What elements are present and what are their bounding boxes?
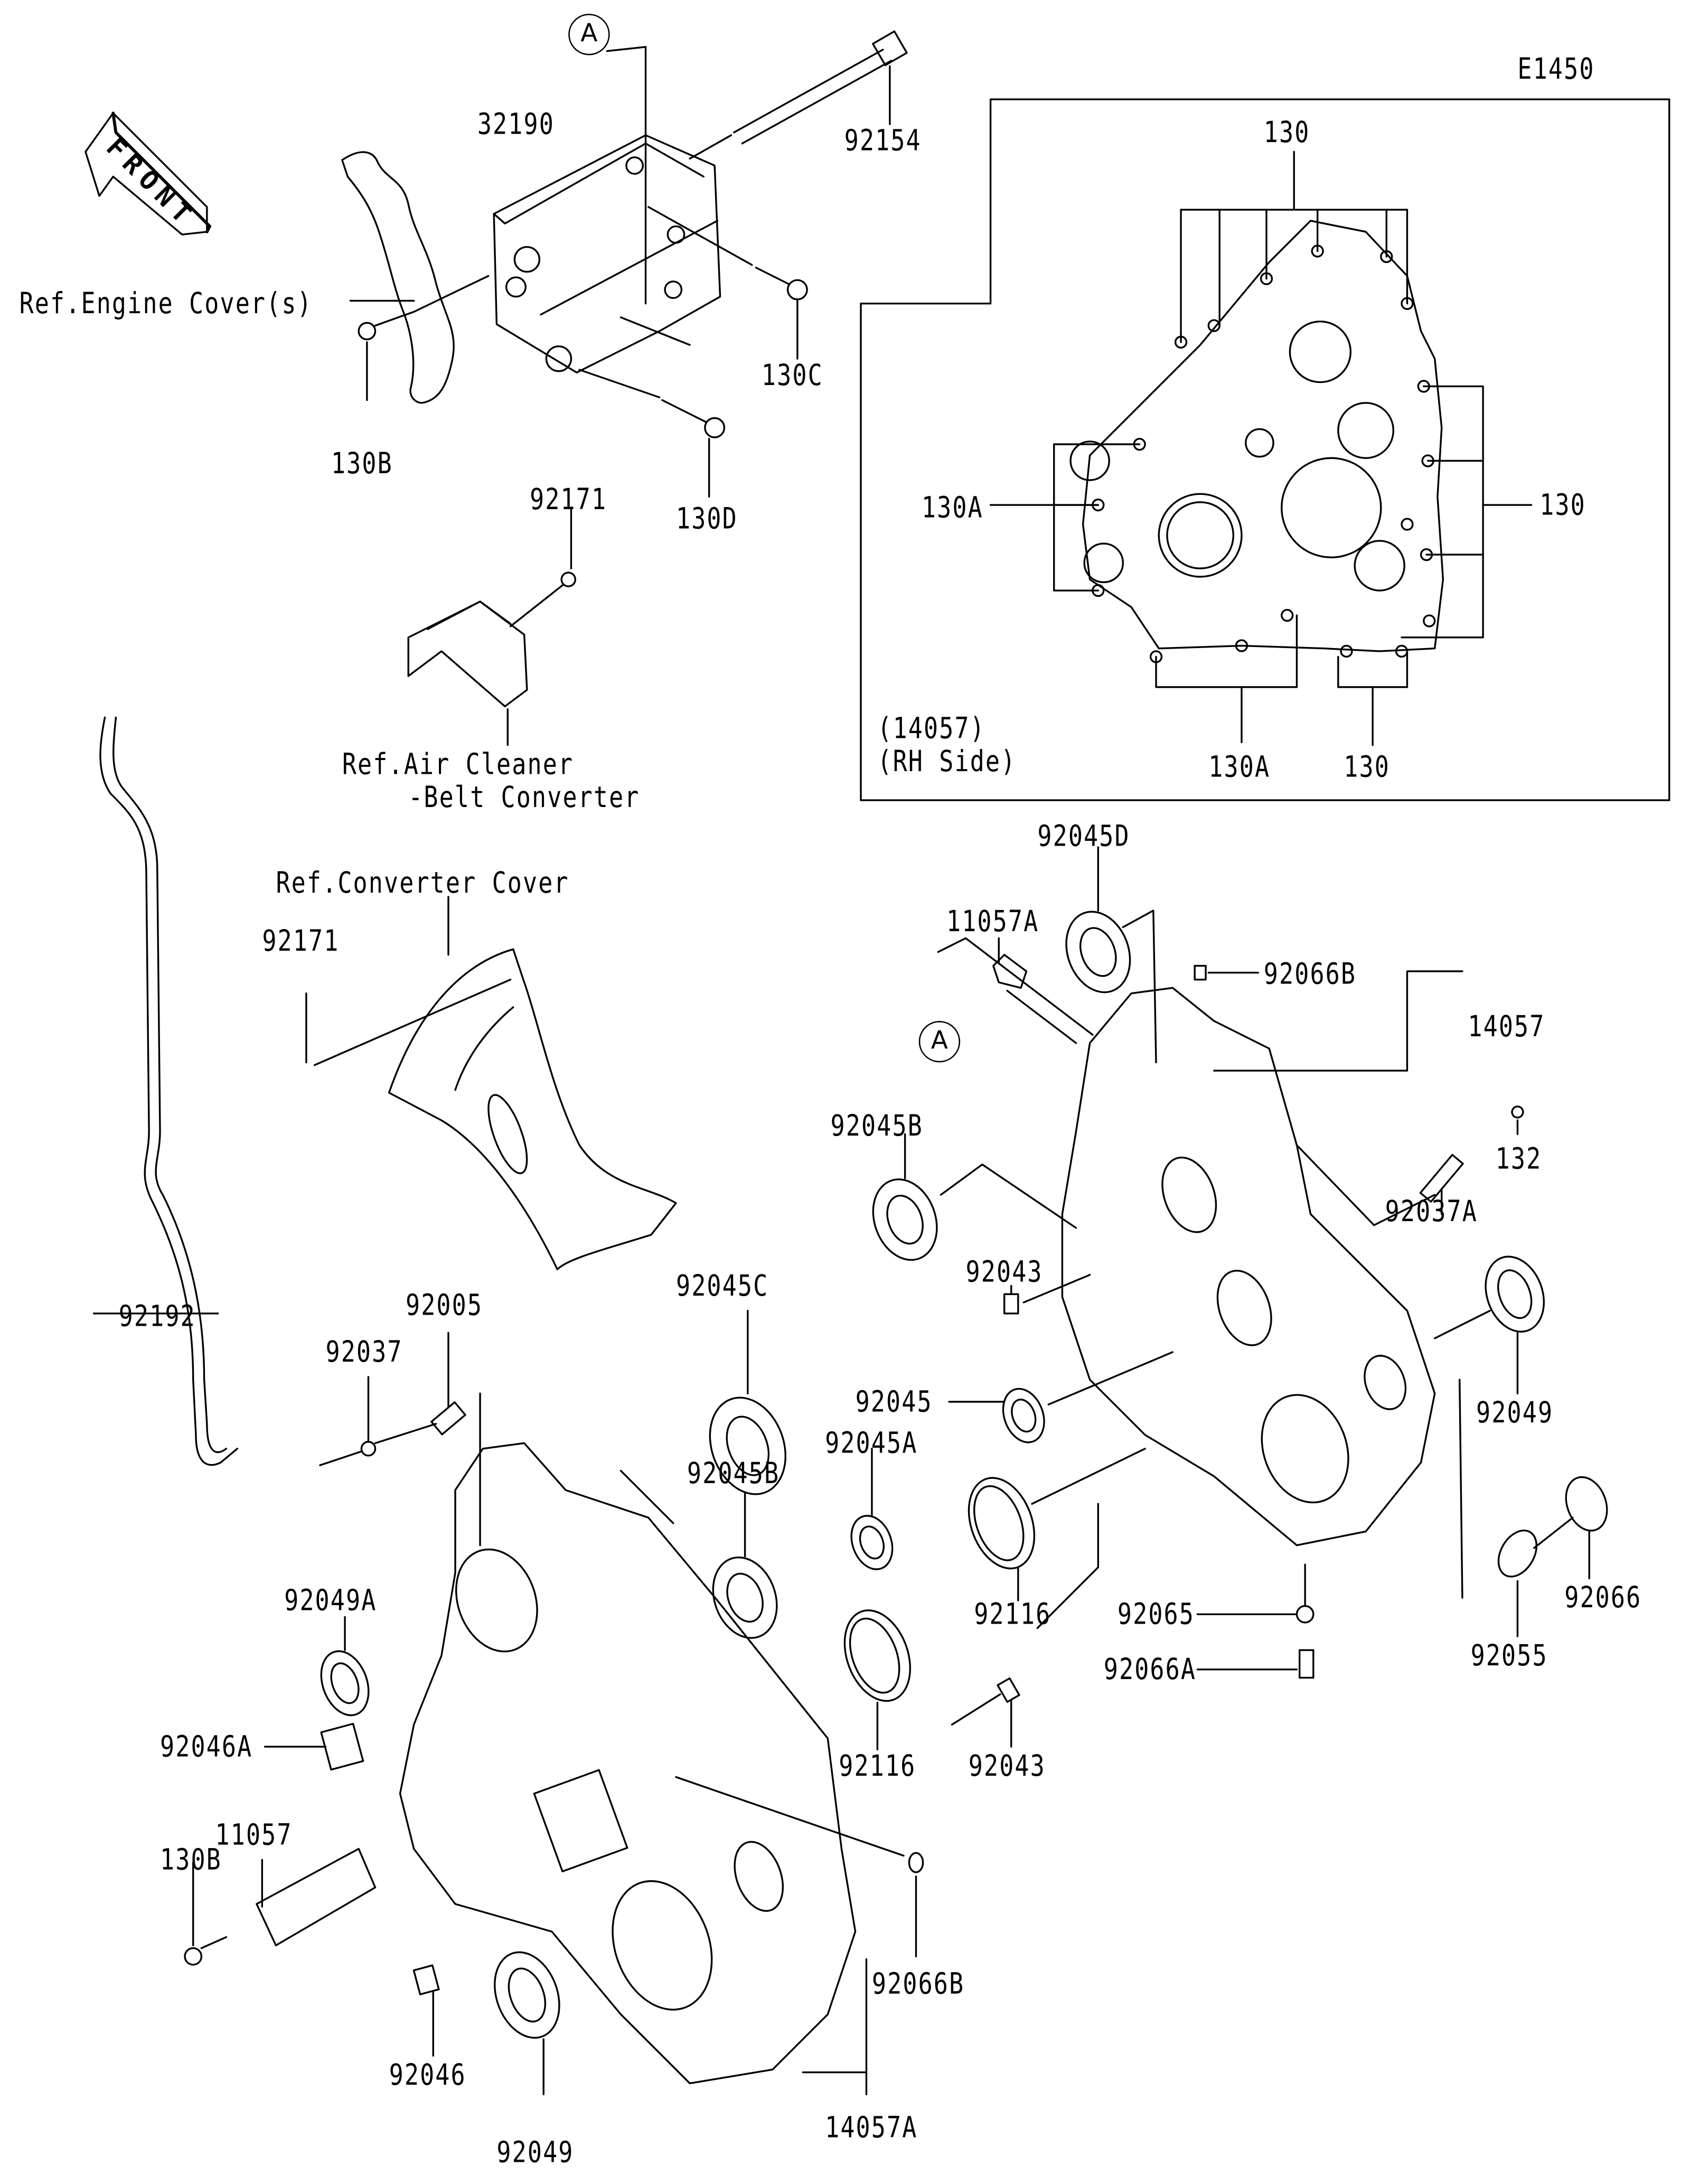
part-label-92043-bottom: 92043 — [968, 1749, 1046, 1783]
part-label-130B-top: 130B — [331, 447, 393, 481]
part-label-92192: 92192 — [118, 1299, 196, 1333]
front-arrow-icon — [84, 111, 211, 236]
part-label-92066B-top: 92066B — [1263, 957, 1357, 991]
inset-label-130A-bottom: 130A — [1208, 751, 1271, 784]
clamp-92037 — [319, 1376, 377, 1466]
race-92116-right — [968, 1448, 1146, 1601]
inset-part-number: (14057) — [877, 711, 985, 745]
bolt-130C — [647, 206, 808, 360]
part-label-92049-right: 92049 — [1476, 1396, 1554, 1430]
part-label-92049-bottom: 92049 — [496, 2135, 574, 2169]
race-92116-left — [843, 1609, 912, 1750]
inset-label-130-right: 130 — [1539, 488, 1586, 522]
inset-side-label: (RH Side) — [877, 745, 1017, 779]
inset-frame — [860, 98, 1670, 801]
part-label-130D: 130D — [675, 502, 738, 536]
sensor-92037A — [1295, 1144, 1464, 1226]
part-label-92005: 92005 — [405, 1288, 483, 1322]
part-label-92046A: 92046A — [160, 1730, 253, 1764]
dowel-92066B-bottom — [675, 1776, 924, 1957]
oring-92055 — [1459, 1379, 1538, 1637]
part-label-92037: 92037 — [325, 1335, 403, 1369]
part-label-92116-left: 92116 — [839, 1749, 916, 1783]
part-label-92043-top: 92043 — [965, 1255, 1043, 1289]
part-label-92037A: 92037A — [1385, 1195, 1478, 1228]
bolt-130B-top — [358, 275, 490, 401]
bearing-92046 — [412, 1964, 440, 2057]
ref-engine-cover: Ref.Engine Cover(s) — [19, 287, 313, 321]
bolt-92154 — [689, 30, 908, 160]
ref-belt-converter: -Belt Converter — [408, 781, 640, 814]
part-label-92065: 92065 — [1117, 1597, 1195, 1631]
dowel-92066B-top — [1194, 964, 1260, 981]
part-label-92055: 92055 — [1470, 1639, 1548, 1672]
inset-label-130A-left: 130A — [921, 491, 983, 524]
bolt-132 — [1511, 1105, 1524, 1135]
drain-bolt-92066A — [1196, 1649, 1315, 1679]
seal-92049-right — [1433, 1255, 1545, 1395]
part-label-92066A: 92066A — [1103, 1653, 1197, 1686]
crankcase-right-14057 — [937, 937, 1463, 1546]
part-label-32190: 32190 — [477, 107, 555, 141]
part-label-92066B-bottom: 92066B — [871, 1967, 965, 2001]
bracket-11057A — [992, 937, 1077, 1044]
part-label-92045: 92045 — [855, 1385, 933, 1419]
part-label-92045B-left: 92045B — [687, 1457, 780, 1491]
engine-cover-bracket — [341, 151, 455, 404]
breather-hose-92192 — [92, 716, 238, 1466]
bearing-92045D — [1065, 846, 1157, 1064]
diagram-code: E1450 — [1517, 52, 1595, 86]
rh-crankcase-cover — [989, 151, 1533, 746]
callout-a-mid: A — [918, 1021, 961, 1063]
seal-92045 — [948, 1351, 1174, 1443]
inset-label-130-bottom: 130 — [1344, 751, 1390, 784]
part-label-132: 132 — [1495, 1142, 1542, 1176]
part-label-92046: 92046 — [389, 2058, 466, 2092]
bearing-92045B-right — [872, 1133, 1077, 1261]
part-label-92171-top: 92171 — [530, 483, 607, 516]
part-label-92171-cover: 92171 — [262, 924, 340, 958]
bolt-130D — [578, 369, 726, 498]
converter-cover — [305, 896, 677, 1270]
part-label-14057: 14057 — [1468, 1010, 1545, 1043]
part-label-92045D: 92045D — [1037, 819, 1130, 853]
seal-92049A — [320, 1616, 370, 1717]
bracket-11057 — [256, 1848, 377, 1946]
part-label-92154: 92154 — [844, 124, 922, 157]
part-label-92045C: 92045C — [675, 1269, 769, 1302]
part-label-130C: 130C — [761, 359, 823, 392]
crankcase-left-14057A — [399, 1442, 868, 2096]
part-label-92116-right: 92116 — [974, 1597, 1051, 1631]
plug-92066 — [1533, 1476, 1608, 1580]
part-label-11057A: 11057A — [946, 905, 1039, 939]
ref-air-cleaner: Ref.Air Cleaner — [342, 747, 574, 781]
seal-92049-bottom — [494, 1951, 560, 2096]
washer-92065 — [1196, 1563, 1315, 1624]
bearing-92046A — [264, 1722, 364, 1771]
bolt-130B-bottom — [184, 1861, 228, 1966]
callout-a-top: A — [568, 14, 610, 55]
dowel-92043-bottom — [951, 1503, 1100, 1748]
dowel-92043-top — [1003, 1273, 1091, 1315]
inset-label-130-top: 130 — [1263, 116, 1310, 149]
part-label-130B-bottom: 130B — [160, 1843, 222, 1877]
part-label-92045A: 92045A — [825, 1427, 918, 1460]
air-cleaner-bracket — [407, 507, 576, 746]
bearing-92045C — [619, 1309, 786, 1524]
ref-converter-cover: Ref.Converter Cover — [276, 866, 569, 900]
bearing-92045B-left — [712, 1492, 778, 1639]
fitting-92005 — [374, 1332, 481, 1546]
part-label-92066: 92066 — [1564, 1581, 1642, 1615]
part-label-11057: 11057 — [215, 1818, 293, 1852]
part-label-14057A: 14057A — [825, 2111, 918, 2144]
seal-92045A — [850, 1448, 894, 1570]
part-label-92045B-right: 92045B — [830, 1109, 923, 1142]
part-label-92049A: 92049A — [284, 1583, 377, 1617]
mount-bracket-32190 — [493, 46, 721, 373]
